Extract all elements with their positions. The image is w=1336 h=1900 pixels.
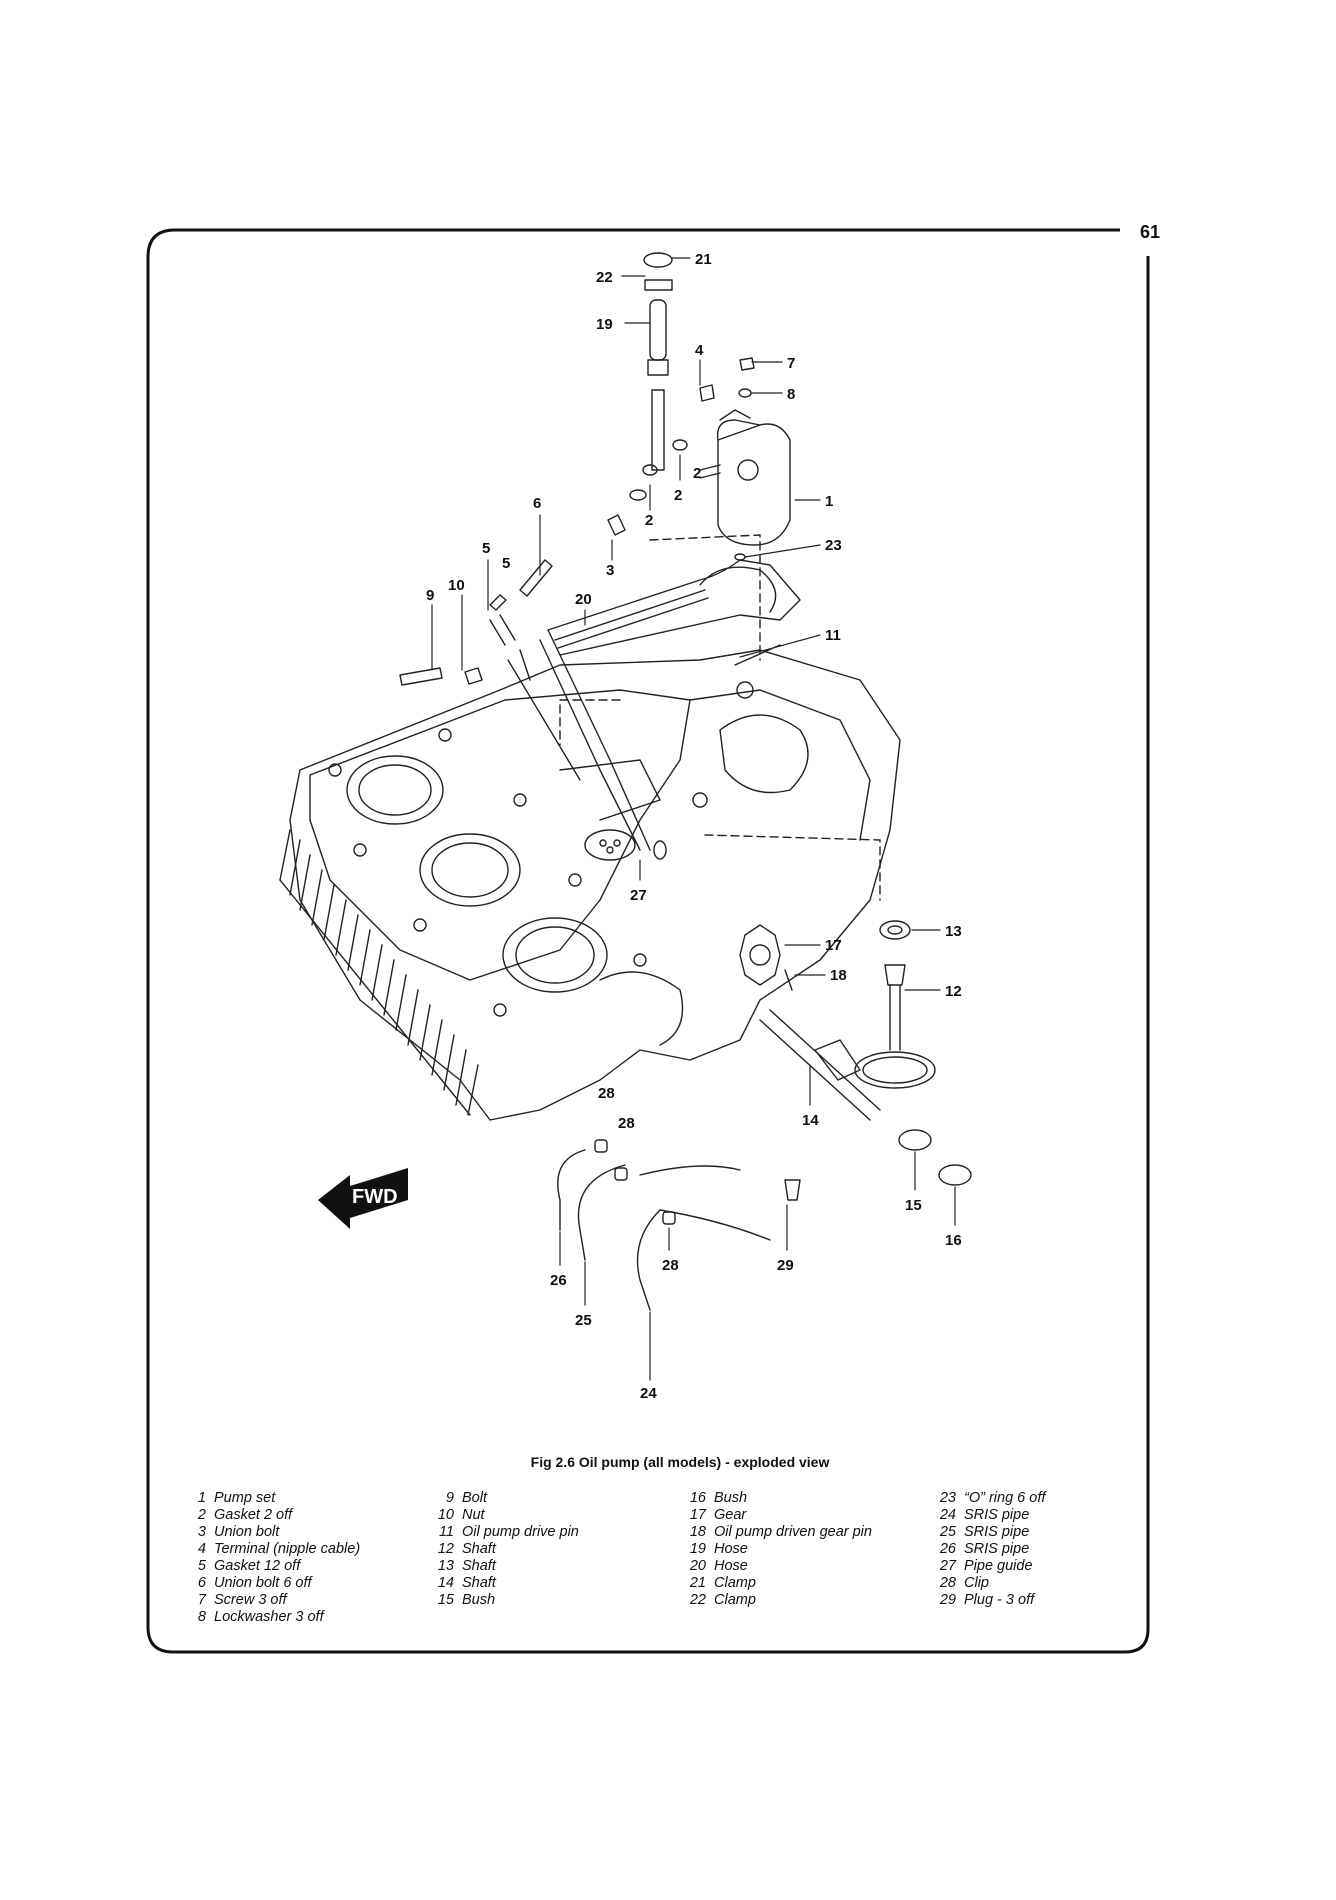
callout-24: 24 [640, 1385, 657, 1402]
callout-6: 6 [533, 495, 541, 512]
oil-pump-drawing [699, 409, 791, 546]
sris-pipes-drawing [557, 1139, 801, 1311]
callout-11: 11 [825, 627, 841, 644]
callout-22: 22 [596, 269, 613, 286]
callout-26: 26 [550, 1272, 567, 1289]
callout-5a: 5 [482, 540, 490, 557]
hose-assembly-drawing [489, 559, 801, 860]
callout-28a: 28 [598, 1085, 615, 1102]
callout-10: 10 [448, 577, 465, 594]
callout-4: 4 [695, 342, 704, 359]
fwd-label: FWD [352, 1186, 398, 1208]
pipe-guide-drawing [584, 829, 636, 861]
callout-18: 18 [830, 967, 847, 984]
hose-19-drawing [643, 252, 673, 471]
figure-caption: Fig 2.6 Oil pump (all models) - exploded… [530, 1454, 830, 1470]
callout-14: 14 [802, 1112, 819, 1129]
callout-5b: 5 [502, 555, 510, 572]
page-number: 61 [1139, 222, 1160, 242]
callout-29: 29 [777, 1257, 794, 1274]
callout-numbers: 21 22 19 4 7 8 2 1 2 2 6 5 5 3 23 10 9 2… [426, 251, 962, 1402]
callout-12: 12 [945, 983, 962, 1000]
callout-15: 15 [905, 1197, 922, 1214]
callout-16: 16 [945, 1232, 962, 1249]
callout-3: 3 [606, 562, 614, 579]
callout-28b: 28 [618, 1115, 635, 1132]
callout-20: 20 [575, 591, 592, 608]
union-bolts-drawing [399, 357, 781, 686]
callout-23: 23 [825, 537, 842, 554]
callout-9: 9 [426, 587, 434, 604]
fwd-arrow: FWD [318, 1168, 408, 1229]
callout-13: 13 [945, 923, 962, 940]
callout-8: 8 [787, 386, 795, 403]
callout-1: 1 [825, 493, 833, 510]
legend-item: 23“O” ring 6 off [939, 1490, 1046, 1506]
callout-2a: 2 [674, 487, 682, 504]
callout-27: 27 [630, 887, 647, 904]
callout-25: 25 [575, 1312, 592, 1329]
callout-19: 19 [596, 316, 613, 333]
callout-2c: 2 [693, 465, 701, 482]
callout-28c: 28 [662, 1257, 679, 1274]
callout-17: 17 [825, 937, 842, 954]
callout-leaders [431, 257, 956, 1381]
drive-train-drawing [739, 920, 972, 1186]
callout-21: 21 [695, 251, 712, 268]
crankcase-drawing [279, 534, 901, 1121]
callout-7: 7 [787, 355, 795, 372]
callout-2b: 2 [645, 512, 653, 529]
